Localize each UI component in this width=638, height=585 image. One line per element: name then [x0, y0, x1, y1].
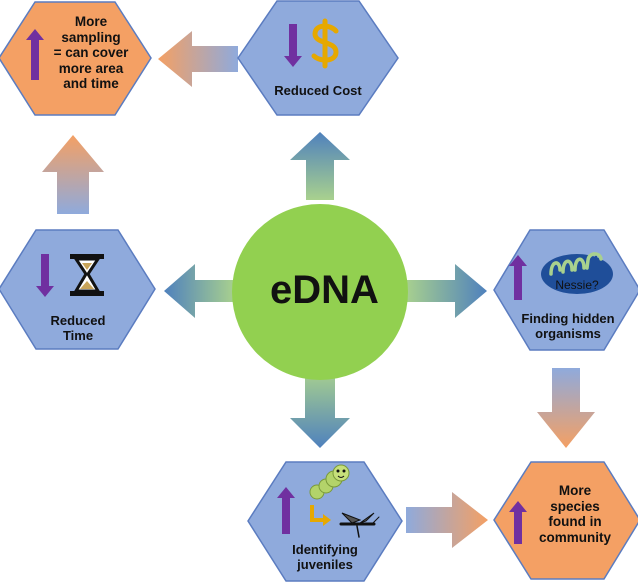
up-arrow-icon: [509, 501, 527, 544]
insect-icon: [339, 512, 380, 538]
edna-label: eDNA: [270, 268, 379, 312]
transform-arrow-icon: [310, 505, 331, 526]
identifying-juveniles-label: Identifying juveniles: [292, 542, 358, 572]
arrow-hidden-to-species: [537, 368, 595, 448]
arrow-cost-to-sampling: [158, 31, 238, 87]
down-arrow-icon: [284, 24, 302, 67]
arrow-time-to-sampling: [42, 135, 104, 214]
hourglass-icon: [70, 254, 104, 296]
up-arrow-icon: [509, 255, 527, 300]
up-arrow-icon: [26, 29, 44, 80]
up-arrow-icon: [277, 487, 295, 534]
dollar-icon: [311, 18, 339, 69]
arrow-to-reduced-cost: [290, 132, 350, 200]
arrow-juveniles-to-species: [406, 492, 488, 548]
reduced-time-label: Reduced Time: [50, 313, 106, 343]
nessie-badge-label: Nessie?: [555, 278, 599, 292]
caterpillar-icon: [309, 464, 350, 500]
down-arrow-icon: [36, 254, 54, 297]
edna-circle: [232, 204, 408, 380]
arrow-to-finding-hidden: [405, 264, 487, 318]
hexagon-more-sampling: [0, 1, 152, 116]
hexagon-more-species: [493, 461, 638, 580]
arrow-to-identifying-juveniles: [290, 370, 350, 448]
reduced-cost-label: Reduced Cost: [274, 83, 362, 98]
nessie-icon: [541, 252, 613, 294]
finding-hidden-label: Finding hidden organisms: [521, 311, 615, 341]
arrow-to-reduced-time: [164, 264, 235, 318]
more-sampling-label: More sampling = can cover more area and …: [53, 14, 129, 92]
more-species-label: More species found in community: [538, 483, 611, 545]
